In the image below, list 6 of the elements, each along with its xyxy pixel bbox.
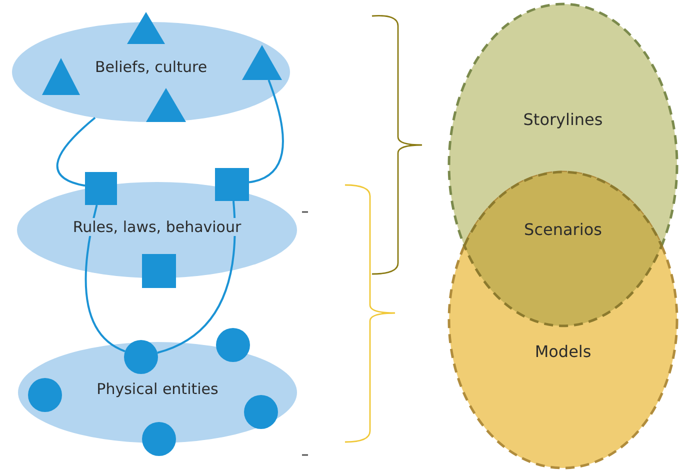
node-label: Scenarios: [523, 220, 603, 239]
node-label: Models: [534, 342, 592, 361]
connector-line: [84, 204, 126, 352]
node-label: Storylines: [522, 110, 604, 129]
connector-line: [56, 117, 96, 187]
connector-line: [157, 200, 236, 354]
